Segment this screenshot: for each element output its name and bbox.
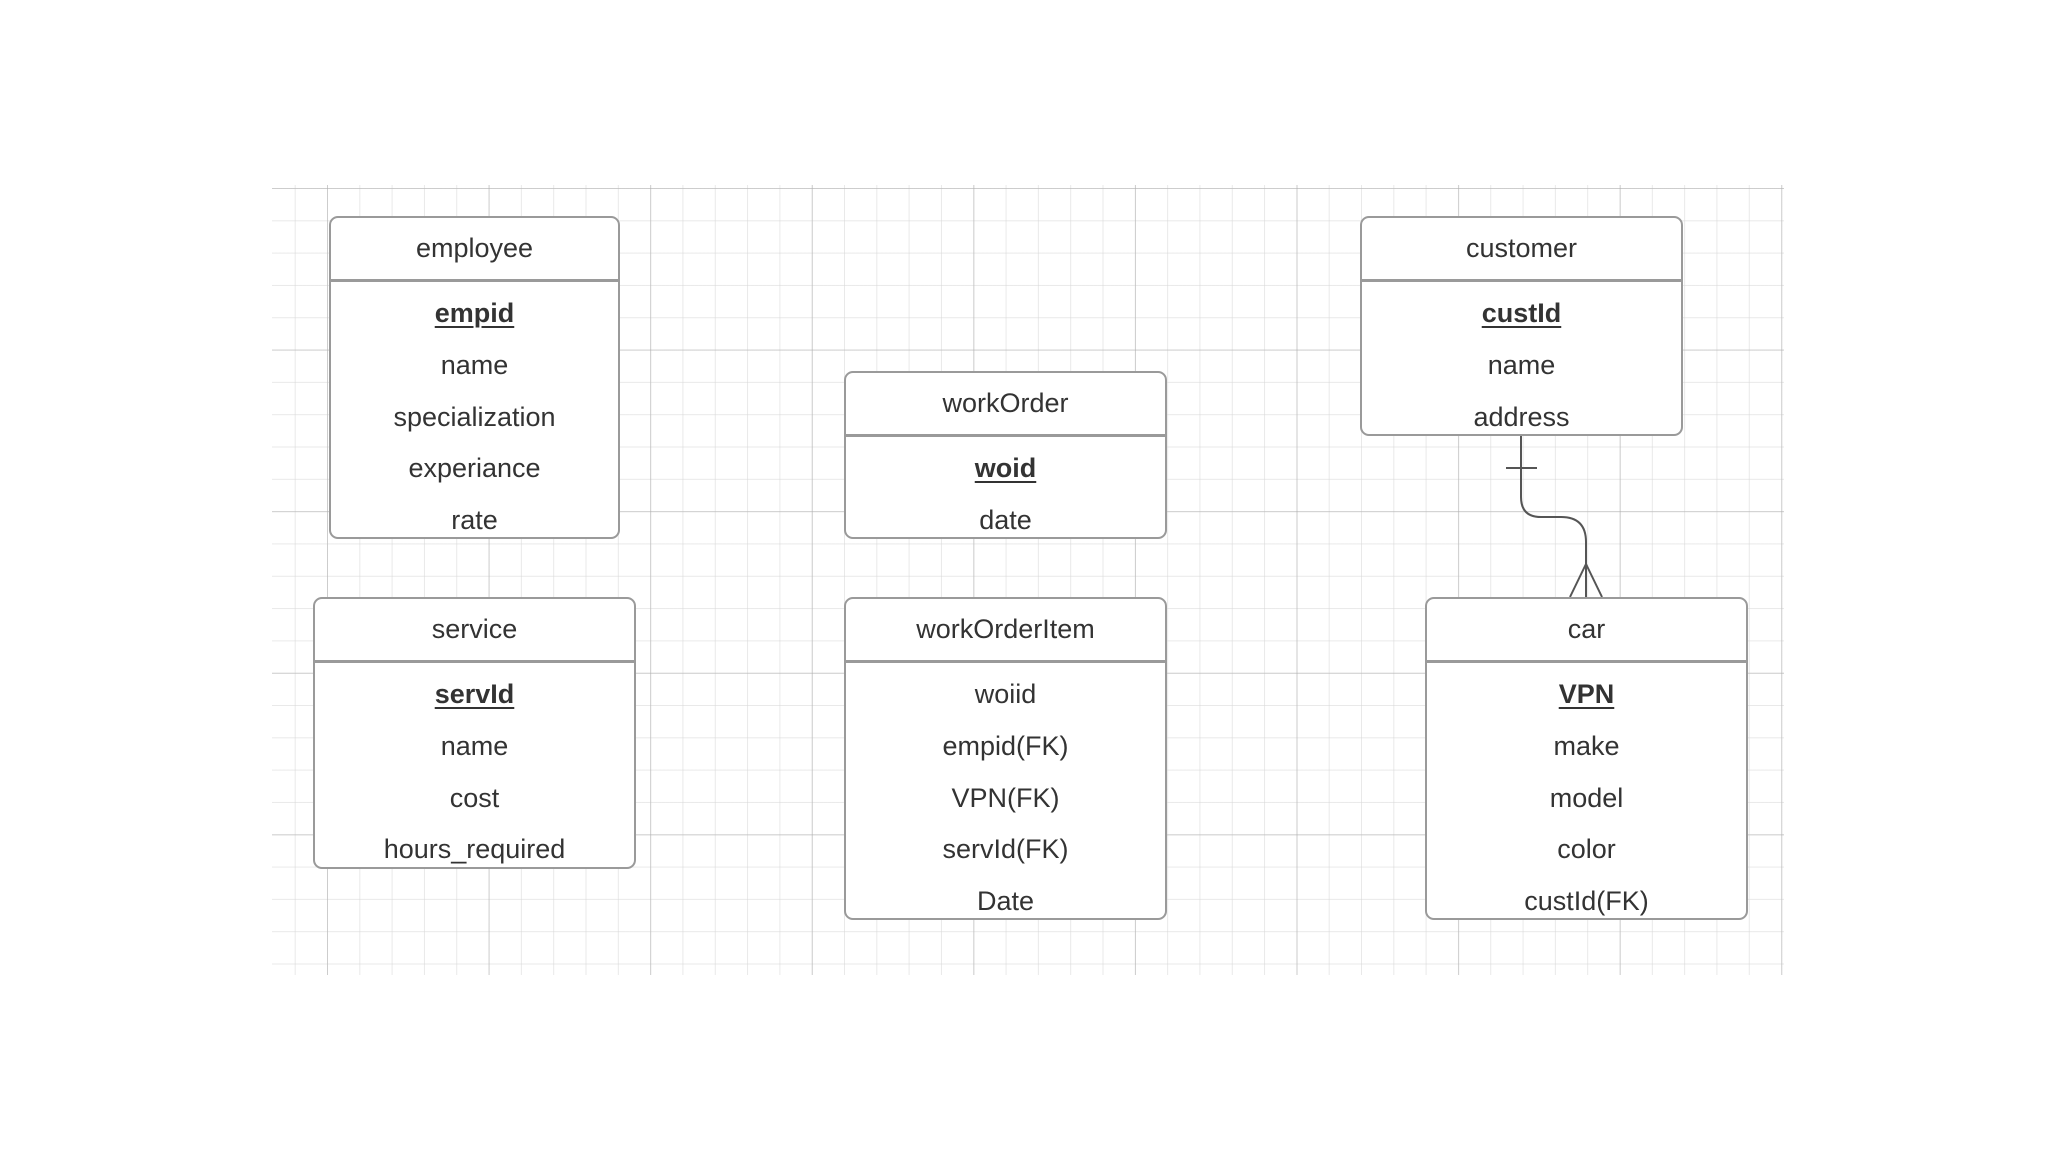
primary-key-attribute: servId — [434, 679, 515, 710]
attribute: cost — [449, 782, 500, 813]
attribute: hours_required — [383, 834, 566, 865]
entity-title: car — [1427, 599, 1746, 663]
attribute: color — [1557, 834, 1616, 865]
attribute: servId(FK) — [942, 834, 1069, 865]
attribute: experiance — [408, 453, 541, 484]
entity-workorder[interactable]: workOrder woid date — [844, 371, 1167, 539]
entity-title: workOrderItem — [846, 599, 1165, 663]
entity-title: service — [315, 599, 634, 663]
primary-key-attribute: woid — [974, 453, 1037, 484]
attribute: VPN(FK) — [951, 782, 1060, 813]
entity-workorderitem[interactable]: workOrderItem woiid empid(FK) VPN(FK) se… — [844, 597, 1167, 920]
attribute: date — [979, 505, 1032, 536]
attribute: rate — [451, 505, 498, 536]
entity-title: workOrder — [846, 373, 1165, 437]
attribute: make — [1553, 731, 1620, 762]
primary-key-attribute: VPN — [1558, 679, 1615, 710]
cardinality-many-marker — [1569, 563, 1603, 598]
entity-customer[interactable]: customer custId name address — [1360, 216, 1683, 436]
attribute: address — [1473, 401, 1570, 432]
attribute: name — [440, 731, 509, 762]
attribute: Date — [976, 886, 1035, 917]
entity-title: employee — [331, 218, 618, 282]
primary-key-attribute: empid — [434, 298, 515, 329]
entity-title: customer — [1362, 218, 1681, 282]
entity-service[interactable]: service servId name cost hours_required — [313, 597, 636, 869]
primary-key-attribute: custId — [1481, 298, 1562, 329]
attribute: woiid — [974, 679, 1037, 710]
entity-employee[interactable]: employee empid name specialization exper… — [329, 216, 620, 539]
customer-car-relationship-line — [1520, 433, 1587, 597]
attribute: name — [440, 350, 509, 381]
attribute: specialization — [393, 401, 556, 432]
attribute: model — [1549, 782, 1624, 813]
entity-car[interactable]: car VPN make model color custId(FK) — [1425, 597, 1748, 920]
attribute: custId(FK) — [1524, 886, 1649, 917]
attribute: name — [1487, 350, 1556, 381]
attribute: empid(FK) — [942, 731, 1069, 762]
